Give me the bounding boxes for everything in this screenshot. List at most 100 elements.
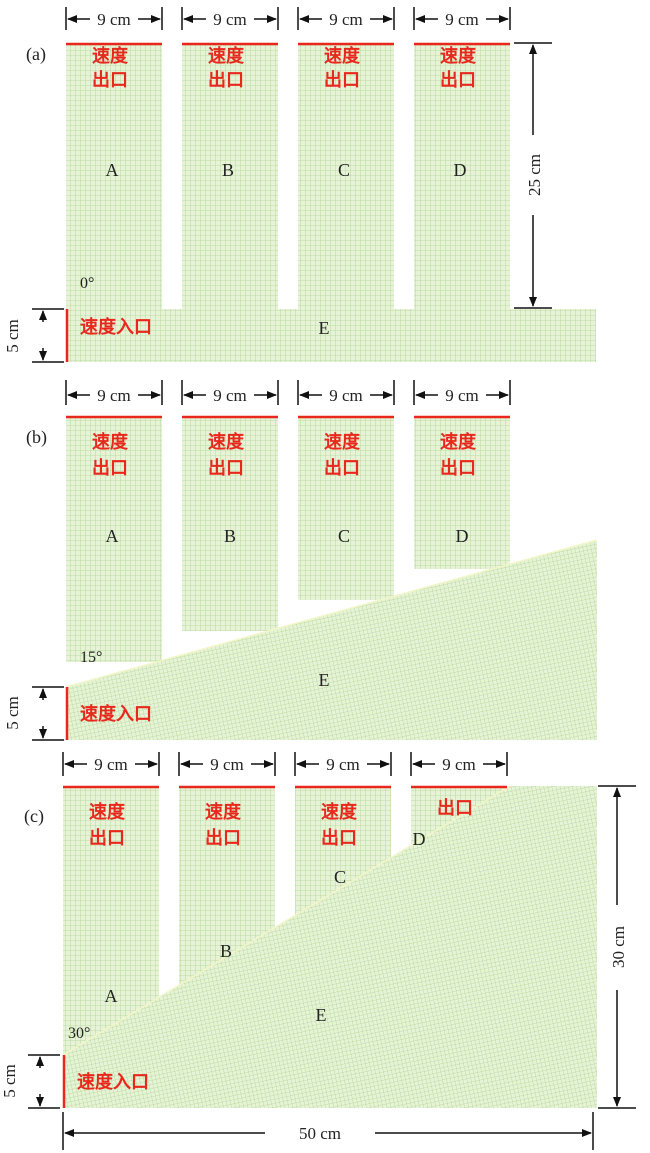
panel-c-width-label-1: 9 cm [94, 755, 128, 774]
panel-b-width-label-3: 9 cm [329, 386, 363, 405]
channel-e [66, 309, 596, 362]
channel-a [66, 43, 162, 309]
panel-c-inlet-dim: 5 cm [0, 1054, 60, 1109]
panel-a-height-dim: 25 cm [514, 42, 552, 309]
panel-c-boundaries [62, 785, 507, 1108]
panel-c-width-label-3: 9 cm [326, 755, 360, 774]
outlet-label-c-1: 速度 [324, 431, 361, 453]
region-label-d: D [413, 829, 426, 849]
channel-d [414, 416, 510, 569]
outlet-label-c-2: 出口 [321, 827, 357, 849]
panel-a-inlet-dim: 5 cm [3, 308, 64, 363]
outlet-label-d-1: 速度 [440, 45, 477, 67]
panel-c-width-label-4: 9 cm [442, 755, 476, 774]
outlet-label-b-2: 出口 [208, 457, 244, 479]
panel-b-label: (b) [26, 427, 47, 448]
panel-b-width-label-2: 9 cm [213, 386, 247, 405]
region-label-b: B [222, 160, 234, 180]
panel-b-mesh [65, 416, 598, 740]
panel-b-boundaries [65, 415, 510, 740]
outlet-label-a-2: 出口 [92, 457, 128, 479]
panel-a-boundaries [65, 42, 510, 362]
panel-a-width-label-2: 9 cm [213, 10, 247, 29]
panel-c-width-label-2: 9 cm [210, 755, 244, 774]
region-label-d: D [454, 160, 467, 180]
panel-c-height-dim: 30 cm [598, 785, 636, 1109]
outlet-label-b-1: 速度 [205, 801, 242, 823]
panel-c-width-dims: 9 cm 9 cm 9 cm 9 cm [62, 752, 508, 776]
panel-a-width-label-1: 9 cm [97, 10, 131, 29]
outlet-label-c-1: 速度 [321, 801, 358, 823]
angle-label: 0° [80, 275, 94, 292]
inlet-label: 速度入口 [80, 316, 152, 338]
inlet-height-label: 5 cm [3, 696, 22, 730]
panel-a-width-label-4: 9 cm [445, 10, 479, 29]
panel-b: (b) 9 cm 9 cm 9 cm 9 cm [3, 380, 598, 741]
panel-c: (c) 9 cm 9 cm 9 cm 9 cm [0, 752, 636, 1150]
panel-b-outlet-labels: 速度 出口 速度 出口 速度 出口 速度 出口 [92, 431, 477, 479]
region-label-a: A [105, 986, 118, 1006]
panel-a-width-label-3: 9 cm [329, 10, 363, 29]
outlet-label-b-2: 出口 [205, 827, 241, 849]
panel-b-width-label-1: 9 cm [97, 386, 131, 405]
outlet-label-b-2: 出口 [208, 69, 244, 91]
panel-a: (a) 9 cm 9 cm 9 cm 9 cm [3, 7, 596, 363]
region-label-e: E [319, 670, 330, 690]
channel-c [298, 43, 394, 309]
channel-b [182, 43, 278, 309]
region-label-b: B [220, 941, 232, 961]
outlet-label-d-2: 出口 [440, 457, 476, 479]
outlet-label-d-2: 出口 [440, 69, 476, 91]
height-label: 30 cm [609, 926, 628, 968]
channel-a [66, 416, 162, 662]
region-label-c: C [334, 867, 346, 887]
panel-a-mesh [66, 43, 596, 362]
channel-e [63, 786, 597, 1108]
region-label-c: C [338, 160, 350, 180]
interface-line [65, 539, 598, 688]
inlet-label: 速度入口 [80, 703, 152, 725]
panel-a-outlet-labels: 速度 出口 速度 出口 速度 出口 速度 出口 [92, 45, 477, 91]
outlet-label-c-1: 速度 [324, 45, 361, 67]
region-label-b: B [224, 526, 236, 546]
width-total-label: 50 cm [299, 1124, 341, 1143]
angle-label: 15° [80, 649, 102, 666]
outlet-label-d-1: 速度 [440, 431, 477, 453]
inlet-height-label: 5 cm [3, 319, 22, 353]
channel-b [182, 416, 278, 631]
angle-label: 30° [68, 1025, 90, 1042]
channel-e [66, 540, 597, 740]
outlet-label-a-1: 速度 [89, 801, 126, 823]
outlet-label-d-1: 出口 [437, 797, 473, 819]
panel-a-width-dims: 9 cm 9 cm 9 cm 9 cm [65, 7, 511, 30]
channel-c [298, 416, 394, 600]
region-label-a: A [106, 160, 119, 180]
outlet-label-a-2: 出口 [92, 69, 128, 91]
panel-b-inlet-dim: 5 cm [3, 686, 64, 741]
panel-b-width-dims: 9 cm 9 cm 9 cm 9 cm [65, 380, 511, 405]
outlet-label-c-2: 出口 [324, 69, 360, 91]
interface-line [62, 785, 511, 1056]
outlet-label-c-2: 出口 [324, 457, 360, 479]
outlet-label-b-1: 速度 [208, 431, 245, 453]
region-label-e: E [316, 1005, 327, 1025]
panel-b-width-label-4: 9 cm [445, 386, 479, 405]
inlet-height-label: 5 cm [0, 1064, 19, 1098]
region-label-e: E [319, 318, 330, 338]
channel-d [414, 43, 510, 309]
panel-c-width-total-dim: 50 cm [62, 1112, 594, 1150]
region-label-d: D [456, 526, 469, 546]
panel-a-label: (a) [26, 44, 46, 65]
inlet-label: 速度入口 [77, 1071, 149, 1093]
height-label: 25 cm [525, 154, 544, 196]
panel-c-mesh [62, 785, 597, 1108]
outlet-label-a-1: 速度 [92, 45, 129, 67]
outlet-label-a-2: 出口 [89, 827, 125, 849]
panel-c-label: (c) [24, 806, 44, 827]
region-label-a: A [106, 526, 119, 546]
outlet-label-a-1: 速度 [92, 431, 129, 453]
outlet-label-b-1: 速度 [208, 45, 245, 67]
region-label-c: C [338, 526, 350, 546]
panel-c-outlet-labels: 速度 出口 速度 出口 速度 出口 出口 [89, 797, 473, 849]
